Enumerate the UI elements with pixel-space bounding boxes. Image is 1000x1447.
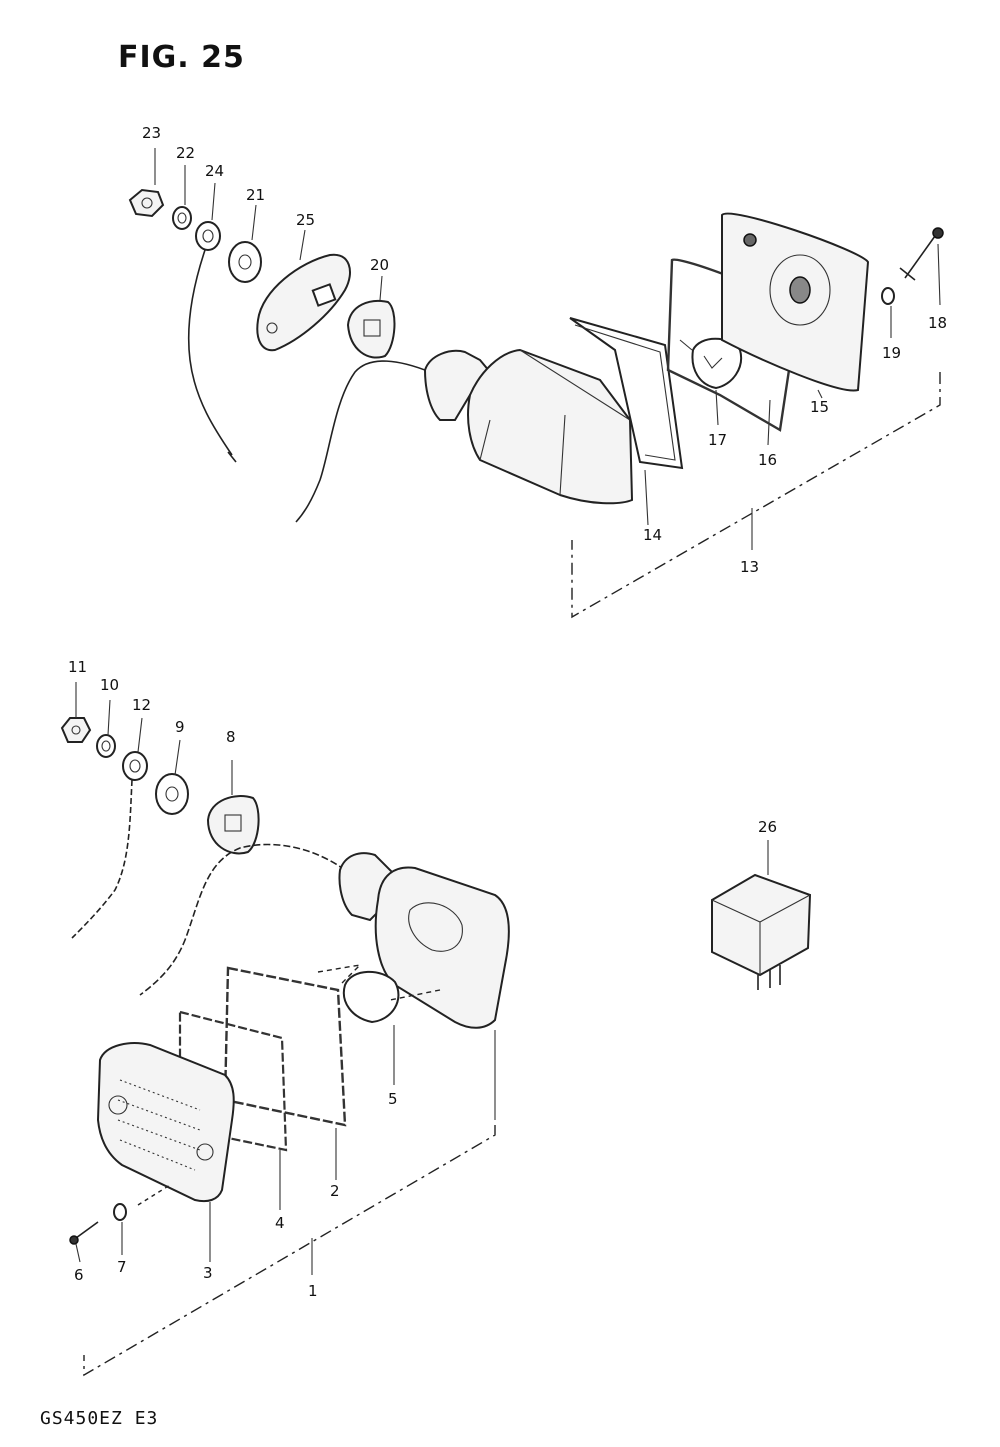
part-14-gasket: [569, 317, 684, 470]
label-12: 12: [132, 696, 151, 714]
part-1-lead-wire: [139, 843, 346, 996]
figure-title: FIG. 25: [118, 40, 245, 75]
label-8: 8: [226, 728, 236, 746]
part-6-screw: [69, 1221, 99, 1245]
label-14: 14: [643, 526, 662, 544]
part-26-flasher-relay: [711, 840, 812, 990]
label-5: 5: [388, 1090, 398, 1108]
label-19: 19: [882, 344, 901, 362]
label-21: 21: [246, 186, 265, 204]
label-24: 24: [205, 162, 224, 180]
part-10-lock-washer: [96, 734, 116, 758]
label-20: 20: [370, 256, 389, 274]
label-11: 11: [68, 658, 87, 676]
part-5-bulb: [317, 963, 400, 1024]
part-19-washer: [881, 287, 895, 305]
part-11-nut: [60, 717, 92, 743]
part-20-grommet: [346, 300, 396, 359]
part-23-nut: [128, 188, 165, 218]
model-code: GS450EZ E3: [40, 1408, 159, 1429]
label-7: 7: [117, 1258, 127, 1276]
label-2: 2: [330, 1182, 340, 1200]
turn-signal-housing-rear: [338, 852, 510, 1029]
label-15: 15: [810, 398, 829, 416]
label-18: 18: [928, 314, 947, 332]
part-3-lens: [96, 1042, 235, 1203]
label-6: 6: [74, 1266, 84, 1284]
part-25-bracket: [256, 253, 351, 352]
label-25: 25: [296, 211, 315, 229]
part-8-grommet: [206, 795, 260, 855]
part-22-lock-washer: [172, 206, 192, 230]
label-17: 17: [708, 431, 727, 449]
label-22: 22: [176, 144, 195, 162]
label-1: 1: [308, 1282, 318, 1300]
upper-turn-signal-assembly: [128, 148, 944, 619]
part-21-washer: [228, 241, 262, 283]
part-2-gasket: [223, 966, 347, 1127]
label-16: 16: [758, 451, 777, 469]
label-10: 10: [100, 676, 119, 694]
part-9-washer: [155, 773, 189, 815]
label-26: 26: [758, 818, 777, 836]
part-18-screw: [899, 227, 944, 281]
lower-turn-signal-assembly: [60, 682, 510, 1377]
label-13: 13: [740, 558, 759, 576]
part-12-ground-wire: [71, 751, 148, 939]
part-15-lens: [721, 212, 870, 392]
label-23: 23: [142, 124, 161, 142]
turn-signal-housing-front: [423, 348, 634, 505]
label-9: 9: [175, 718, 185, 736]
part-24-ground-wire: [187, 221, 237, 463]
part-7-washer: [113, 1203, 127, 1221]
part-17-bulb: [679, 337, 743, 390]
label-4: 4: [275, 1214, 285, 1232]
part-13-lead-wire: [295, 360, 431, 523]
label-3: 3: [203, 1264, 213, 1282]
